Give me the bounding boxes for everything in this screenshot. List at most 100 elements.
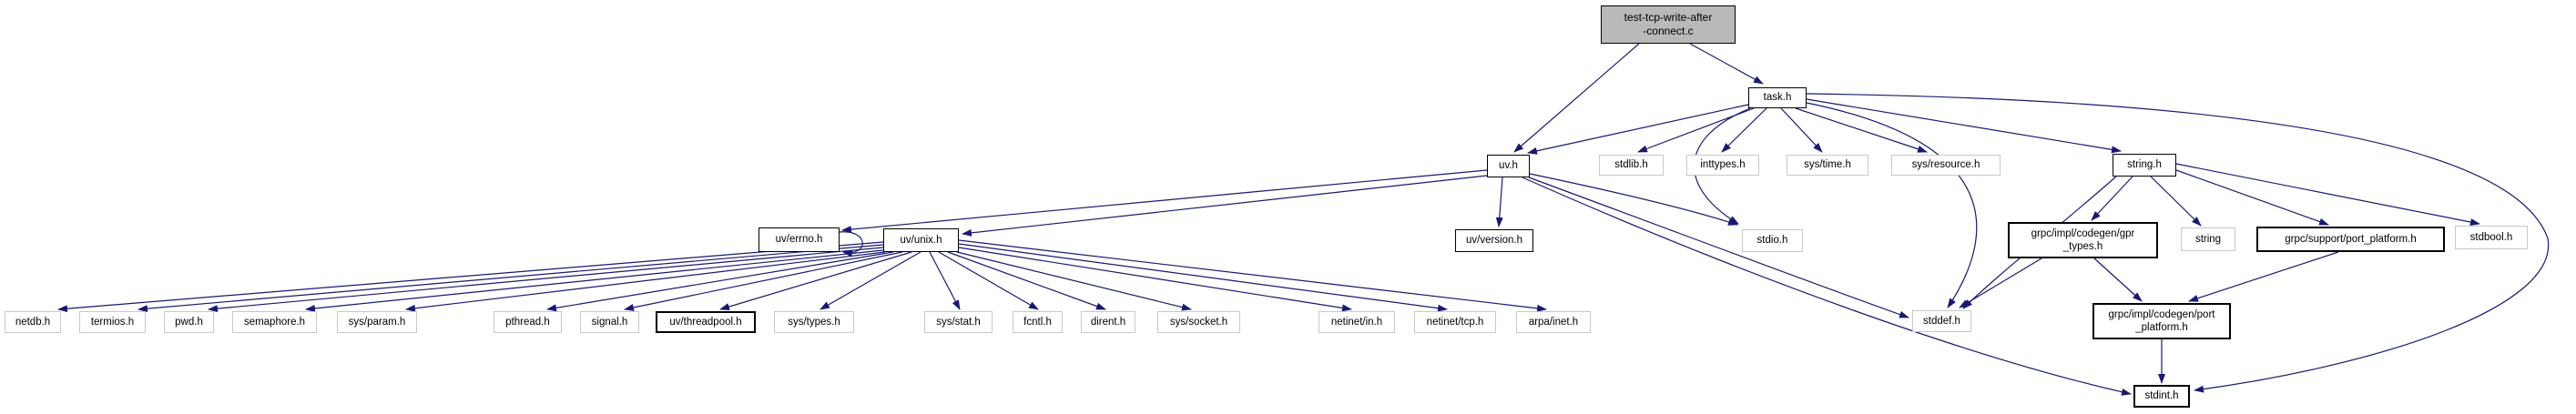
edge-uv-unix-h--to--arpa-inet-h bbox=[958, 239, 1547, 312]
node-grpc-support-port-platform-h[interactable]: grpc/support/port_platform.h bbox=[2256, 227, 2445, 252]
node-arpa-inet-h: arpa/inet.h bbox=[1516, 311, 1591, 333]
node-sys-types-h: sys/types.h bbox=[774, 311, 854, 333]
node-uv-threadpool-h[interactable]: uv/threadpool.h bbox=[656, 311, 756, 333]
node-label: sys/time.h bbox=[1804, 159, 1851, 171]
node-label: uv/errno.h bbox=[775, 234, 823, 246]
node-label: stddef.h bbox=[1923, 315, 1960, 327]
node-label: termios.h bbox=[90, 316, 135, 328]
node-string-h[interactable]: string.h bbox=[2113, 154, 2176, 177]
node-label: semaphore.h bbox=[243, 316, 306, 328]
node-label: netinet/tcp.h bbox=[1426, 316, 1484, 328]
node-test-tcp-write-after-connect-c: test-tcp-write-after -connect.c bbox=[1601, 5, 1736, 44]
node-sys-param-h: sys/param.h bbox=[337, 311, 417, 333]
edge-task-h--to--string-h bbox=[1806, 98, 2122, 154]
node-stdbool-h: stdbool.h bbox=[2455, 226, 2528, 249]
node-stdio-h: stdio.h bbox=[1742, 229, 1803, 252]
node-label: inttypes.h bbox=[1700, 159, 1746, 171]
node-inttypes-h: inttypes.h bbox=[1686, 155, 1759, 176]
edge-string-h--to--string bbox=[2150, 176, 2202, 227]
node-grpc-impl-codegen-port-platform-h[interactable]: grpc/impl/codegen/port _platform.h bbox=[2092, 303, 2231, 339]
node-stddef-h: stddef.h bbox=[1912, 310, 1971, 332]
node-fcntl-h: fcntl.h bbox=[1013, 311, 1063, 333]
edge-task-h--to--inttypes-h bbox=[1721, 107, 1767, 153]
edge-uv-unix-h--to--uv-threadpool-h bbox=[719, 251, 912, 310]
edge-uv-errno-h--to--uv-errno-h bbox=[839, 231, 863, 257]
edge-string-h--to--stdbool-h bbox=[2175, 163, 2480, 226]
node-uv-h[interactable]: uv.h bbox=[1487, 155, 1530, 177]
edge-uv-unix-h--to--netdb-h bbox=[57, 241, 884, 313]
edge-uv-unix-h--to--sys-param-h bbox=[405, 251, 886, 312]
node-pthread-h: pthread.h bbox=[494, 311, 562, 333]
edge-uv-unix-h--to--sys-types-h bbox=[820, 251, 921, 310]
node-task-h[interactable]: task.h bbox=[1748, 87, 1807, 108]
edge-task-h--to--sys-time-h bbox=[1780, 107, 1823, 153]
node-label: uv/threadpool.h bbox=[669, 316, 742, 328]
edge-uv-h--to--uv-unix-h bbox=[962, 175, 1488, 237]
node-label: uv/version.h bbox=[1465, 235, 1522, 247]
node-semaphore-h: semaphore.h bbox=[232, 311, 317, 333]
node-label: netdb.h bbox=[15, 316, 51, 328]
edge-uv-unix-h--to--pwd-h bbox=[208, 247, 884, 313]
node-label: arpa/inet.h bbox=[1528, 316, 1579, 328]
edge-grpc-impl-codegen-gpr-types-h--to--grpc-impl-codegen-port-platform-h bbox=[2093, 257, 2143, 302]
node-stdint-h[interactable]: stdint.h bbox=[2133, 385, 2190, 408]
edge-uv-h--to--stddef-h bbox=[1528, 177, 1909, 318]
node-label: string.h bbox=[2127, 159, 2162, 171]
edge-uv-unix-h--to--termios-h bbox=[137, 244, 884, 313]
node-netinet-in-h: netinet/in.h bbox=[1319, 311, 1395, 333]
edge-uv-unix-h--to--netinet-in-h bbox=[958, 247, 1352, 312]
node-label: uv/unix.h bbox=[900, 234, 942, 246]
edge-uv-h--to--uv-version-h bbox=[1495, 177, 1503, 227]
node-netdb-h: netdb.h bbox=[5, 311, 61, 333]
node-label: stdlib.h bbox=[1614, 159, 1648, 171]
edge-string-h--to--grpc-support-port-platform-h bbox=[2175, 169, 2329, 226]
node-label: pthread.h bbox=[505, 316, 550, 328]
edge-task-h--to--stddef-h bbox=[1806, 102, 1978, 308]
node-pwd-h: pwd.h bbox=[164, 311, 214, 333]
edge-uv-unix-h--to--sys-stat-h bbox=[929, 251, 961, 310]
node-label: stdint.h bbox=[2144, 390, 2179, 402]
node-label: string bbox=[2194, 233, 2222, 245]
edge-uv-h--to--stdio-h bbox=[1529, 173, 1738, 226]
node-signal-h: signal.h bbox=[580, 311, 639, 333]
node-uv-unix-h[interactable]: uv/unix.h bbox=[883, 228, 959, 252]
node-label: sys/stat.h bbox=[936, 316, 981, 328]
node-label: test-tcp-write-after -connect.c bbox=[1624, 11, 1713, 37]
node-label: uv.h bbox=[1499, 160, 1518, 172]
node-grpc-impl-codegen-gpr-types-h[interactable]: grpc/impl/codegen/gpr _types.h bbox=[2008, 222, 2158, 258]
edge-uv-h--to--stdint-h bbox=[1522, 177, 2132, 396]
edge-test-tcp-write-after-connect-c--to--uv-h bbox=[1513, 43, 1640, 153]
node-uv-errno-h[interactable]: uv/errno.h bbox=[759, 227, 840, 252]
node-label: sys/socket.h bbox=[1169, 316, 1228, 328]
edge-task-h--to--stdint-h bbox=[1806, 93, 2550, 393]
node-label: sys/resource.h bbox=[1911, 159, 1980, 171]
node-label: stdio.h bbox=[1756, 235, 1788, 247]
node-sys-resource-h: sys/resource.h bbox=[1891, 155, 2001, 176]
node-netinet-tcp-h: netinet/tcp.h bbox=[1414, 311, 1496, 333]
edge-uv-unix-h--to--fcntl-h bbox=[938, 251, 1039, 310]
node-label: dirent.h bbox=[1090, 316, 1126, 328]
node-dirent-h: dirent.h bbox=[1081, 311, 1135, 333]
edge-string-h--to--grpc-impl-codegen-gpr-types-h bbox=[2091, 176, 2133, 221]
node-label: netinet/in.h bbox=[1330, 316, 1383, 328]
edge-grpc-impl-codegen-gpr-types-h--to--stddef-h bbox=[1959, 257, 2042, 308]
node-sys-time-h: sys/time.h bbox=[1787, 155, 1868, 176]
edge-uv-unix-h--to--netinet-tcp-h bbox=[958, 243, 1448, 312]
edge-uv-unix-h--to--signal-h bbox=[624, 251, 903, 311]
edge-task-h--to--sys-resource-h bbox=[1795, 107, 1928, 153]
node-label: fcntl.h bbox=[1023, 316, 1052, 328]
node-uv-version-h[interactable]: uv/version.h bbox=[1455, 229, 1533, 252]
edge-uv-unix-h--to--sys-socket-h bbox=[956, 251, 1192, 311]
node-sys-socket-h: sys/socket.h bbox=[1157, 311, 1240, 333]
node-label: task.h bbox=[1763, 92, 1792, 104]
edge-test-tcp-write-after-connect-c--to--task-h bbox=[1689, 43, 1764, 85]
node-label: signal.h bbox=[591, 316, 628, 328]
edge-uv-unix-h--to--semaphore-h bbox=[305, 249, 884, 312]
node-label: pwd.h bbox=[175, 316, 203, 328]
node-label: sys/param.h bbox=[348, 316, 406, 328]
node-stdlib-h: stdlib.h bbox=[1599, 155, 1664, 176]
node-label: grpc/impl/codegen/port _platform.h bbox=[2108, 308, 2215, 333]
edge-uv-unix-h--to--dirent-h bbox=[947, 251, 1106, 310]
